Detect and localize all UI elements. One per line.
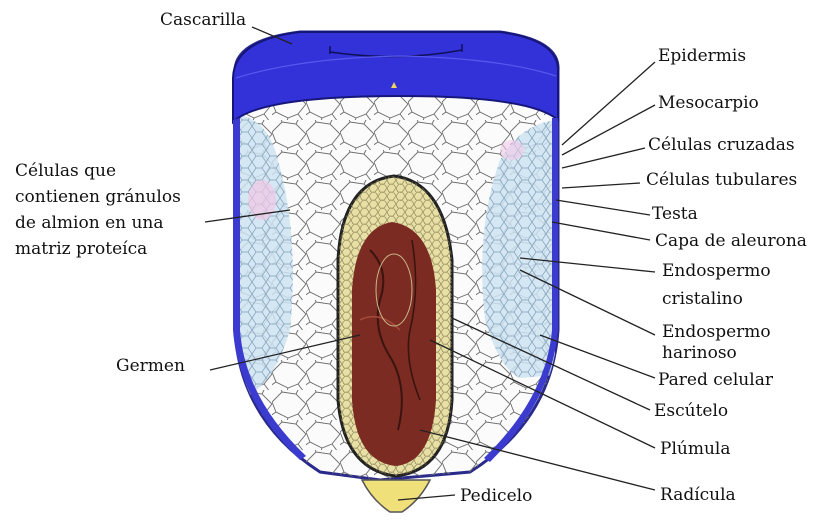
label-endospermo-harinoso-line1: Endospermo [662,324,771,341]
label-celulas-granulos-line1: Células que [15,158,215,184]
leader-celulas-cruzadas [562,148,645,168]
label-celulas-tubulares: Células tubulares [646,172,797,189]
label-escutelo: Escútelo [654,403,728,420]
leader-capa-aleurona [552,222,650,240]
label-capa-aleurona: Capa de aleurona [655,233,807,250]
label-celulas-granulos-line4: matriz proteíca [15,236,215,262]
leader-celulas-tubulares [562,183,640,188]
label-endospermo-cristalino-line1: Endospermo [662,263,771,280]
leader-epidermis [562,62,655,145]
label-germen: Germen [116,358,185,375]
leader-testa [556,200,650,215]
label-celulas-granulos-line3: de almion en una [15,210,215,236]
label-endospermo-harinoso-line2: harinoso [662,345,737,362]
label-plumula: Plúmula [660,441,730,458]
label-celulas-granulos-line2: contienen gránulos [15,184,215,210]
label-endospermo-cristalino-line2: cristalino [662,291,743,308]
label-pared-celular: Pared celular [658,372,773,389]
label-cascarilla: Cascarilla [160,12,246,29]
label-testa: Testa [652,206,698,223]
leader-pared-celular [540,335,655,378]
leader-mesocarpio [562,105,655,155]
label-celulas-granulos: Células que contienen gránulos de almion… [15,158,215,262]
label-celulas-cruzadas: Células cruzadas [648,137,795,154]
pedicel [362,480,430,512]
label-pedicelo: Pedicelo [460,488,532,505]
label-radicula: Radícula [660,487,736,504]
germ-embryo [352,222,436,466]
label-mesocarpio: Mesocarpio [658,95,759,112]
label-epidermis: Epidermis [658,48,746,65]
